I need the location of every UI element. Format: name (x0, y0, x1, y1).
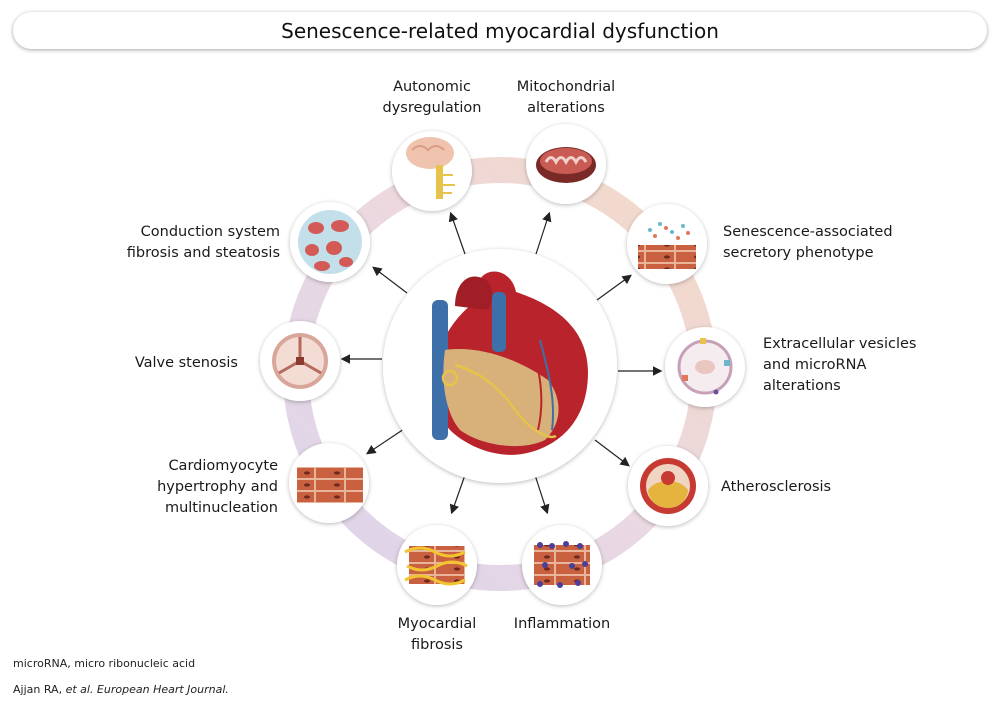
mitochondrion-icon (536, 147, 596, 183)
plaque-artery-icon (640, 458, 696, 514)
arrow-to-mitochondrial (535, 211, 552, 255)
citation-footnote: Ajjan RA, et al. European Heart Journal. (13, 683, 229, 696)
node-vesicles (665, 327, 745, 407)
label-line: secretory phenotype (723, 245, 874, 261)
citation-etal: et al. (65, 683, 94, 696)
label-fibrosis: Myocardial fibrosis (381, 614, 493, 656)
label-atherosclerosis: Atherosclerosis (721, 477, 871, 498)
abbrev-definition: , micro ribonucleic acid (67, 657, 196, 670)
arrow-to-autonomic (448, 211, 466, 255)
fibrotic-cells-icon (298, 210, 362, 274)
label-line: alterations (763, 378, 841, 394)
node-autonomic (392, 131, 472, 211)
arrow-to-conduction (372, 266, 408, 294)
label-line: Extracellular vesicles (763, 336, 917, 352)
arrow-to-inflammation (534, 474, 550, 515)
label-line: Valve stenosis (134, 355, 238, 371)
node-hypertrophy (289, 443, 369, 523)
label-line: multinucleation (164, 500, 278, 516)
label-line: Myocardial (397, 616, 477, 632)
node-fibrosis (397, 525, 477, 605)
label-line: Inflammation (513, 616, 611, 632)
label-line: and microRNA (763, 357, 867, 373)
node-conduction (290, 202, 370, 282)
node-atherosclerosis (628, 446, 708, 526)
node-inflammation (522, 525, 602, 605)
diagram-title: Senescence-related myocardial dysfunctio… (13, 12, 987, 49)
abbrev-term: microRNA (13, 657, 68, 670)
label-line: Conduction system (140, 224, 280, 240)
node-sasp (627, 204, 707, 284)
label-vesicles: Extracellular vesicles and microRNA alte… (763, 334, 943, 397)
label-autonomic: Autonomic dysregulation (376, 77, 488, 119)
label-sasp: Senescence-associated secretory phenotyp… (723, 222, 903, 264)
arrow-to-fibrosis (449, 474, 466, 515)
extracellular-vesicle-icon (677, 338, 733, 395)
heart-anatomy-icon (432, 271, 588, 455)
label-line: dysregulation (382, 100, 482, 116)
label-line: Senescence-associated (723, 224, 893, 240)
arrow-to-atherosclerosis (594, 439, 630, 467)
inflamed-tissue-icon (534, 541, 590, 588)
label-conduction: Conduction system fibrosis and steatosis (90, 222, 280, 264)
cardiomyocyte-icon (297, 467, 363, 503)
label-line: Mitochondrial (516, 79, 616, 95)
label-mitochondrial: Mitochondrial alterations (508, 77, 624, 119)
stenotic-valve-icon (272, 333, 328, 389)
label-line: fibrosis (411, 637, 463, 653)
label-line: Atherosclerosis (721, 479, 832, 495)
label-line: Autonomic (393, 79, 471, 95)
citation-authors: Ajjan RA, (13, 683, 66, 696)
brain-spinal-cord-icon (406, 137, 455, 199)
label-line: alterations (527, 100, 605, 116)
arrow-to-sasp (596, 274, 632, 301)
label-line: fibrosis and steatosis (126, 245, 280, 261)
secretory-cells-icon (638, 222, 696, 269)
label-inflammation: Inflammation (506, 614, 618, 635)
fibrotic-tissue-icon (404, 546, 468, 586)
node-valve (260, 321, 340, 401)
citation-journal: European Heart Journal. (93, 683, 229, 696)
label-valve: Valve stenosis (98, 353, 238, 374)
arrow-to-hypertrophy (366, 428, 405, 455)
arrows (340, 211, 663, 515)
label-line: Cardiomyocyte (168, 458, 278, 474)
node-mitochondrial (526, 124, 606, 204)
label-line: hypertrophy and (157, 479, 278, 495)
label-hypertrophy: Cardiomyocyte hypertrophy and multinucle… (118, 456, 278, 519)
center-circle (383, 249, 617, 483)
abbreviation-footnote: microRNA, micro ribonucleic acid (13, 657, 195, 670)
